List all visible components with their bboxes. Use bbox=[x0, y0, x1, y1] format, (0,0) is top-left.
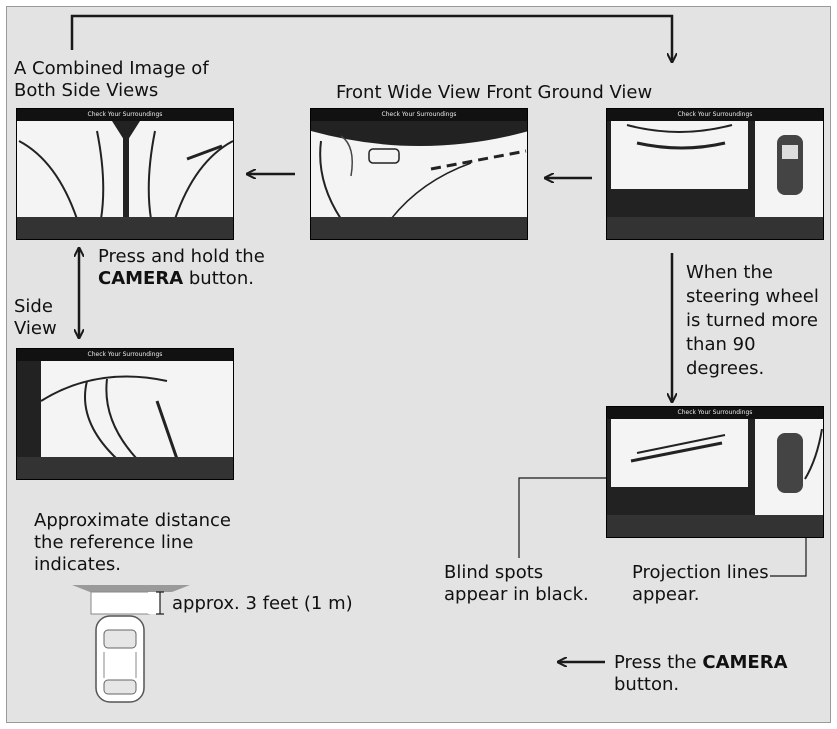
label-proj-1: appear. bbox=[632, 584, 700, 605]
screen-bottombar bbox=[607, 515, 823, 537]
camera-bold-2: CAMERA bbox=[702, 652, 788, 673]
screen-bottombar bbox=[17, 457, 233, 479]
label-combined-line1: A Combined Image of bbox=[14, 58, 209, 79]
label-press-hold-line2: CAMERA button. bbox=[98, 268, 254, 290]
label-front-views: Front Wide View Front Ground View bbox=[336, 82, 653, 103]
label-steer-3: than 90 bbox=[686, 334, 756, 355]
button-word: button. bbox=[183, 268, 254, 289]
label-side-line2: View bbox=[14, 318, 57, 339]
label-approx-value: approx. 3 feet (1 m) bbox=[172, 593, 353, 614]
screen-topbar: Check Your Surroundings bbox=[607, 407, 823, 419]
front-wide-view-screen: Check Your Surroundings bbox=[310, 108, 528, 240]
steering-turned-screen: Check Your Surroundings bbox=[606, 406, 824, 538]
screen-topbar: Check Your Surroundings bbox=[311, 109, 527, 121]
screen-topbar: Check Your Surroundings bbox=[17, 109, 233, 121]
side-view-screen: Check Your Surroundings bbox=[16, 348, 234, 480]
screen-topbar: Check Your Surroundings bbox=[607, 109, 823, 121]
label-approx-2: indicates. bbox=[34, 554, 121, 575]
label-approx-1: the reference line bbox=[34, 532, 194, 553]
label-press-camera-line1: Press the CAMERA bbox=[614, 652, 788, 674]
label-steer-0: When the bbox=[686, 262, 773, 283]
loop-arrow bbox=[70, 14, 672, 62]
screen-bottombar bbox=[607, 217, 823, 239]
camera-bold: CAMERA bbox=[98, 268, 184, 289]
label-proj-0: Projection lines bbox=[632, 562, 769, 583]
label-press-hold-line1: Press and hold the bbox=[98, 246, 265, 267]
label-steer-1: steering wheel bbox=[686, 286, 819, 307]
front-ground-view-screen: Check Your Surroundings bbox=[606, 108, 824, 240]
label-steer-2: is turned more bbox=[686, 310, 818, 331]
screen-bottombar bbox=[311, 217, 527, 239]
label-approx-0: Approximate distance bbox=[34, 510, 231, 531]
label-side-line1: Side bbox=[14, 296, 53, 317]
screen-bottombar bbox=[17, 217, 233, 239]
label-blind-1: appear in black. bbox=[444, 584, 589, 605]
label-steer-4: degrees. bbox=[686, 358, 765, 379]
reference-diagram bbox=[72, 585, 190, 703]
label-blind-0: Blind spots bbox=[444, 562, 544, 583]
screen-topbar: Check Your Surroundings bbox=[17, 349, 233, 361]
combined-side-views-screen: Check Your Surroundings bbox=[16, 108, 234, 240]
press-the: Press the bbox=[614, 652, 703, 673]
blind-spot-callout bbox=[518, 477, 620, 558]
label-combined-line2: Both Side Views bbox=[14, 80, 159, 101]
label-press-camera-line2: button. bbox=[614, 674, 680, 695]
